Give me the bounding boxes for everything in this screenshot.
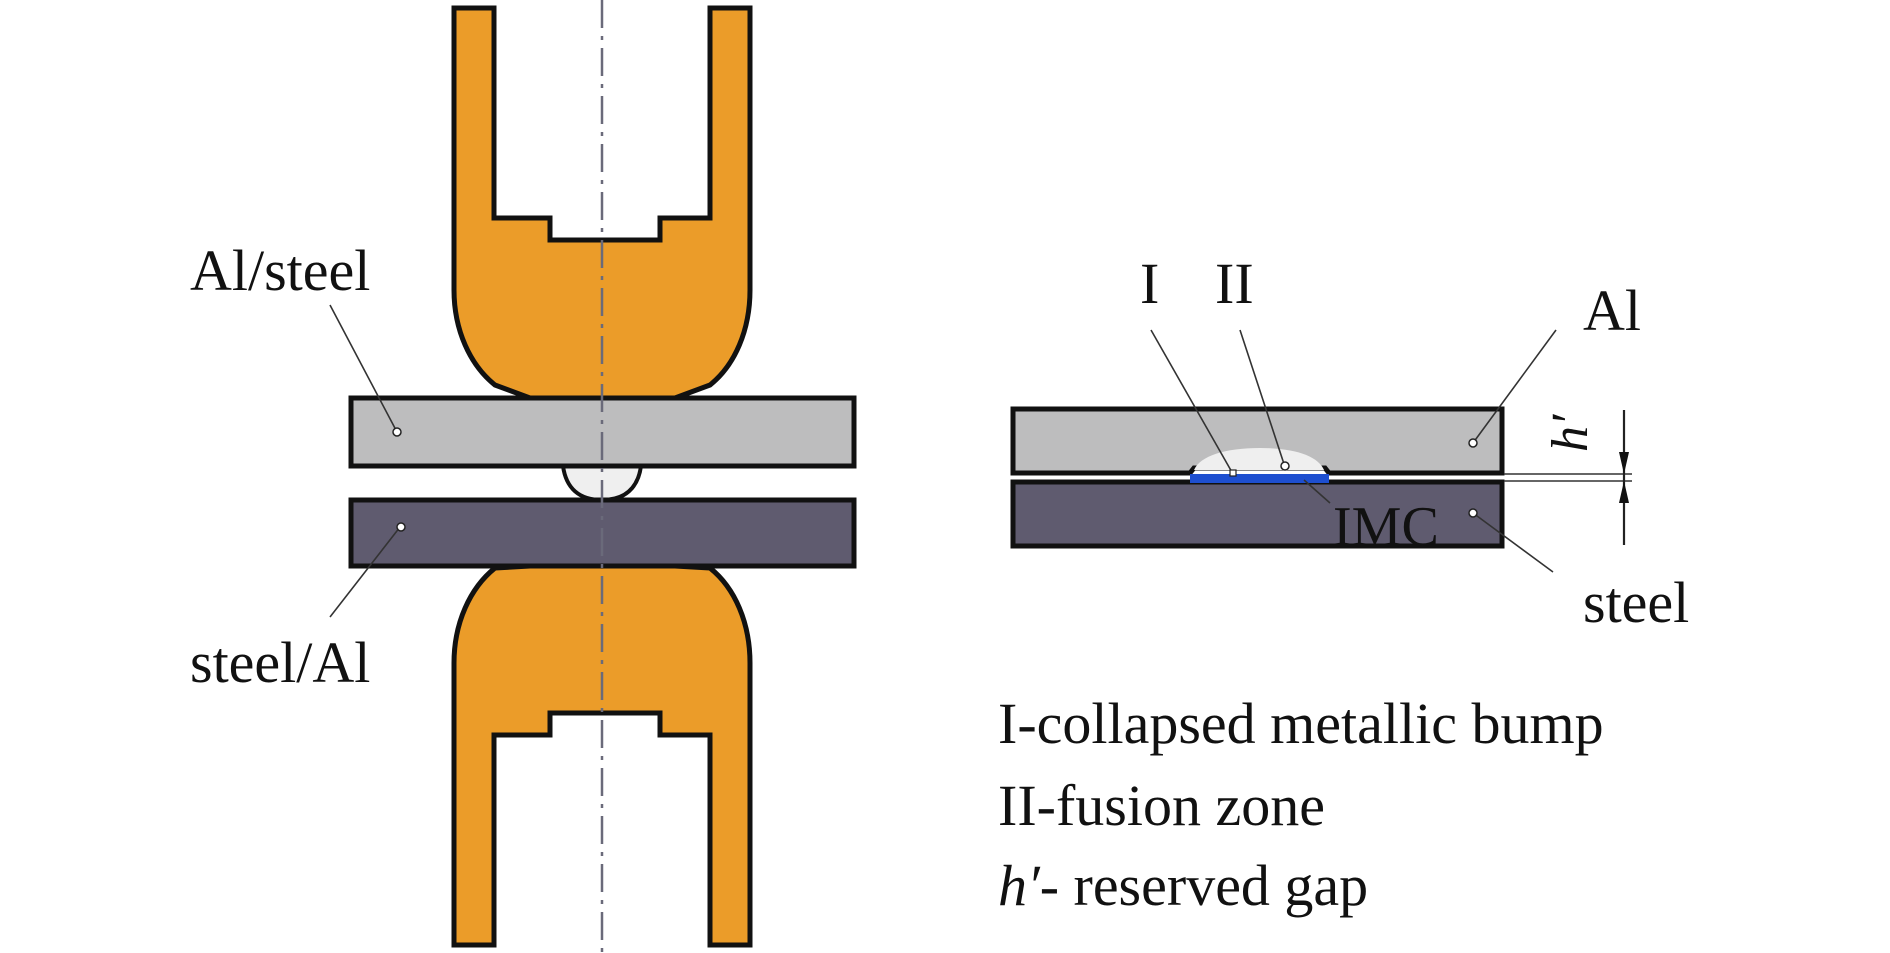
leader-steel [1472,512,1554,573]
label-steel-al: steel/Al [190,630,370,695]
legend-text-2: -fusion zone [1036,773,1325,838]
leader-I [1150,329,1234,475]
marker-II [1280,461,1290,471]
marker-I [1229,469,1237,477]
right-steel-plate [1010,479,1505,549]
leader-al [1472,329,1557,444]
label-steel: steel [1583,570,1689,635]
legend-line-1: I-collapsed metallic bump [998,695,1604,753]
legend-key-3: h′ [998,853,1040,918]
label-al-steel: Al/steel [190,238,370,303]
legend-line-2: II-fusion zone [998,777,1325,835]
fusion-zone [1194,448,1324,470]
marker-steel [1468,508,1478,518]
label-gap-symbol: h′ [1542,413,1599,452]
marker-steel-al [396,522,406,532]
upper-electrode [451,5,753,401]
gap-arrow-bottom [1619,481,1629,503]
legend-key-2: II [998,773,1037,838]
marker-al [1468,438,1478,448]
legend-text-3: - reserved gap [1039,853,1369,918]
legend-key-1: I [998,691,1018,756]
gap-arrow-top [1619,452,1629,474]
leader-imc [1303,479,1331,504]
label-I: I [1140,251,1159,316]
label-II: II [1215,251,1254,316]
leader-II [1239,329,1285,465]
leader-steel-al [329,526,401,618]
label-imc: IMC [1333,496,1439,558]
imc-layer [1190,474,1329,483]
label-al: Al [1583,278,1641,343]
right-al-plate [1010,406,1505,476]
lower-electrode [451,563,753,948]
legend-line-3: h′- reserved gap [998,857,1368,915]
marker-al-steel [392,427,402,437]
legend-text-1: -collapsed metallic bump [1017,691,1604,756]
leader-al-steel [329,304,398,433]
